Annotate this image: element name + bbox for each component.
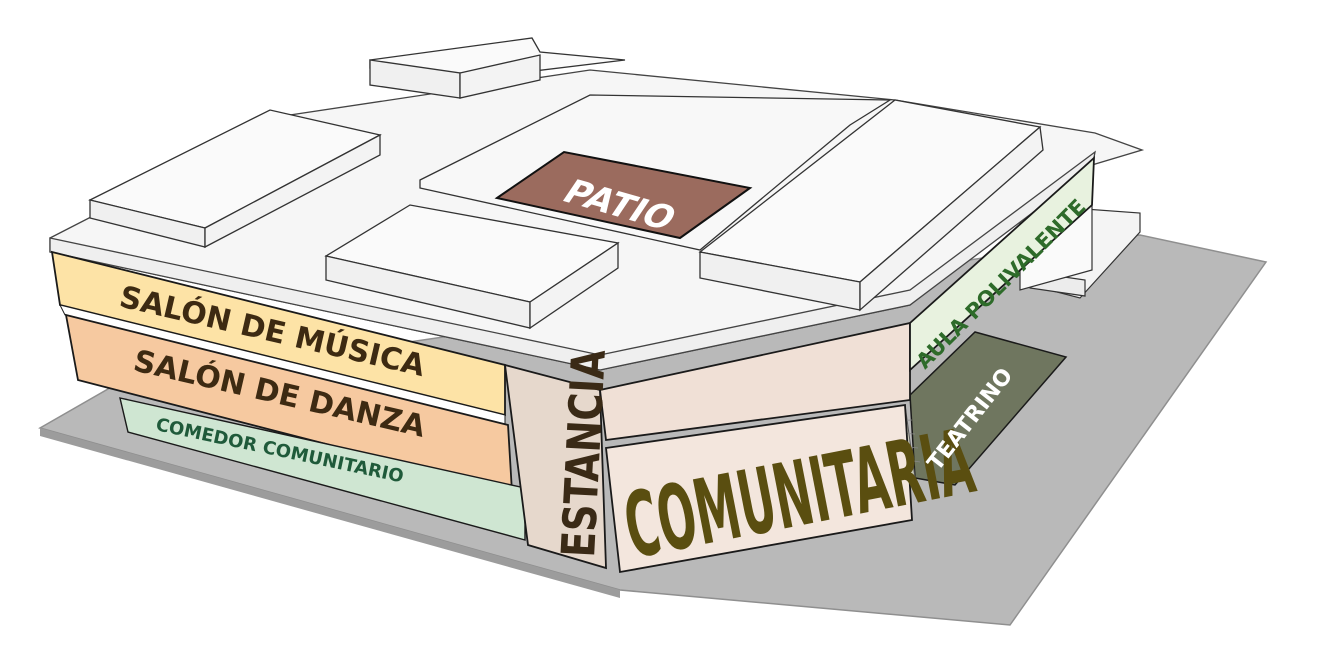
estancia-label: ESTANCIA: [551, 348, 615, 559]
comunitaria-facade: [599, 155, 1095, 574]
estancia-column: [503, 363, 607, 570]
left-facade: [50, 250, 526, 541]
